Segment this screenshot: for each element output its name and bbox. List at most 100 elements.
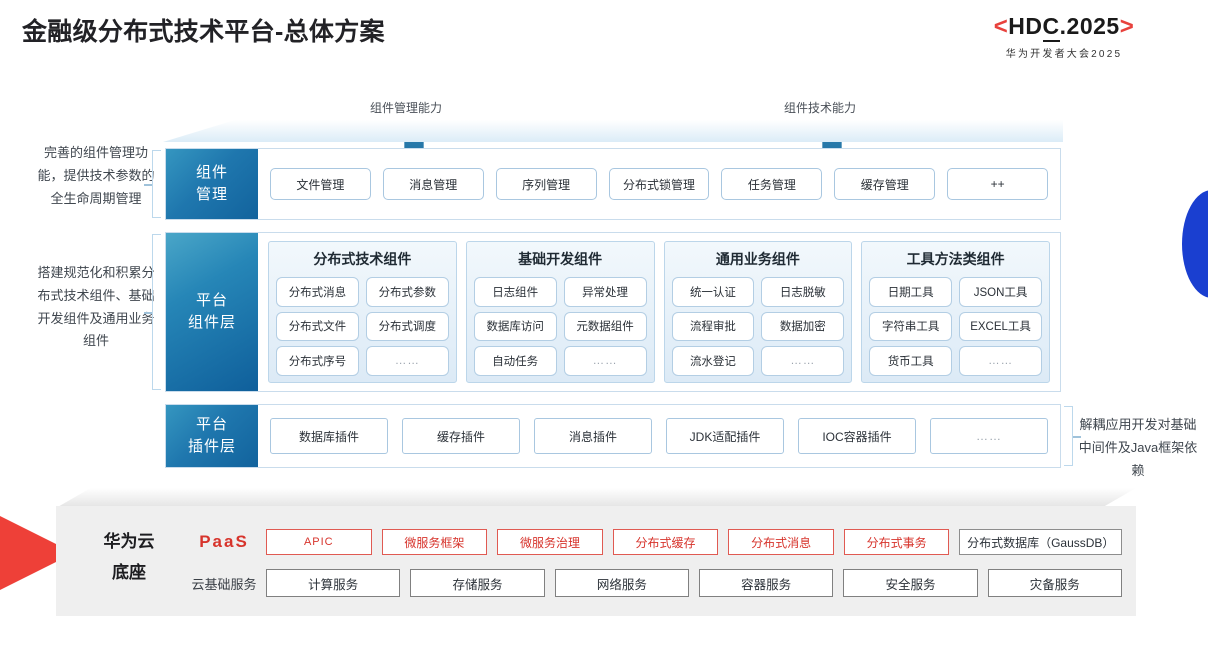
row-label-line-1: 组件 [195, 164, 228, 182]
hdc-logo: <HDC.2025> 华为开发者大会2025 [934, 13, 1194, 61]
cell-auto-task[interactable]: 自动任务 [473, 346, 557, 376]
base-bevel [56, 488, 1136, 508]
stack-top-gradient [163, 120, 1063, 142]
row-label-line-2: 组件层 [187, 314, 236, 331]
base-platform [56, 506, 1136, 616]
row-body-component-management: 文件管理 消息管理 序列管理 分布式锁管理 任务管理 缓存管理 ++ [258, 149, 1060, 219]
paas-row-label: PaaS [199, 532, 249, 551]
row-body-platform-component-layer: 分布式技术组件 分布式消息 分布式参数 分布式文件 分布式调度 分布式序号 ……… [258, 233, 1060, 391]
group-title: 分布式技术组件 [313, 251, 412, 267]
paas-chip-apic[interactable]: APIC [266, 529, 372, 555]
row-platform-component-layer: 平台 组件层 分布式技术组件 分布式消息 分布式参数 分布式文件 分布式调度 分… [165, 232, 1061, 392]
cloud-chip-storage[interactable]: 存储服务 [410, 569, 545, 597]
cell-process-approval[interactable]: 流程审批 [671, 311, 755, 342]
chip-sequence-management[interactable]: 序列管理 [495, 168, 597, 200]
group-utility-components: 工具方法类组件 日期工具 JSON工具 字符串工具 EXCEL工具 货币工具 …… [861, 241, 1050, 383]
chip-distributed-lock-management[interactable]: 分布式锁管理 [608, 168, 710, 200]
paas-chip-microservice-framework[interactable]: 微服务框架 [381, 529, 488, 555]
group-grid: 统一认证 日志脱敏 流程审批 数据加密 流水登记 …… [671, 277, 845, 376]
plugin-message[interactable]: 消息插件 [534, 418, 652, 454]
paas-chip-distributed-database[interactable]: 分布式数据库（GaussDB） [959, 529, 1123, 555]
chip-file-management[interactable]: 文件管理 [270, 168, 371, 200]
capability-label-technology: 组件技术能力 [784, 101, 857, 115]
plugin-jdk-adapter[interactable]: JDK适配插件 [666, 418, 784, 454]
cell-data-encryption[interactable]: 数据加密 [761, 311, 845, 342]
cell-distributed-file[interactable]: 分布式文件 [276, 311, 359, 342]
row-platform-plugin-layer: 平台 插件层 数据库插件 缓存插件 消息插件 JDK适配插件 IOC容器插件 …… [165, 404, 1061, 468]
row-label-platform-component-layer: 平台 组件层 [166, 233, 258, 391]
group-grid: 日志组件 异常处理 数据库访问 元数据组件 自动任务 …… [473, 277, 647, 376]
row-label-line-1: 平台 [195, 416, 228, 434]
cell-excel-util[interactable]: EXCEL工具 [959, 311, 1042, 342]
side-note-right: 解耦应用开发对基础中间件及Java框架依赖 [1078, 417, 1198, 478]
cell-more[interactable]: …… [563, 346, 647, 376]
cloud-service-row: 计算服务 存储服务 网络服务 容器服务 安全服务 灾备服务 [266, 569, 1122, 597]
cell-log-desensitization[interactable]: 日志脱敏 [761, 277, 845, 307]
side-note-left-bottom: 搭建规范化和积累分布式技术组件、基础开发组件及通用业务组件 [37, 265, 155, 349]
capability-label-management: 组件管理能力 [370, 101, 443, 115]
page-title: 金融级分布式技术平台-总体方案 [22, 18, 385, 46]
cloud-row-label: 云基础服务 [191, 577, 257, 592]
base-title: 华为云 底座 [74, 526, 184, 589]
base-title-line-1: 华为云 [103, 532, 155, 551]
group-title: 基础开发组件 [518, 251, 603, 267]
group-grid: 日期工具 JSON工具 字符串工具 EXCEL工具 货币工具 …… [869, 277, 1042, 376]
cell-log-component[interactable]: 日志组件 [473, 277, 557, 307]
hdc-logo-main: <HDC.2025> [934, 13, 1194, 42]
chip-cache-management[interactable]: 缓存管理 [834, 168, 936, 200]
plugin-more[interactable]: …… [930, 418, 1048, 454]
paas-chip-distributed-cache[interactable]: 分布式缓存 [612, 529, 719, 555]
row-label-line-1: 平台 [195, 292, 228, 310]
angle-bracket-left-icon: < [993, 13, 1009, 40]
plugin-ioc-container[interactable]: IOC容器插件 [798, 418, 916, 454]
cell-exception-handling[interactable]: 异常处理 [563, 277, 647, 307]
paas-chip-distributed-transaction[interactable]: 分布式事务 [843, 529, 950, 555]
plugin-database[interactable]: 数据库插件 [270, 418, 388, 454]
cell-more[interactable]: …… [761, 346, 845, 376]
hdc-logo-subtitle: 华为开发者大会2025 [1005, 49, 1123, 61]
cell-unified-auth[interactable]: 统一认证 [671, 277, 755, 307]
cell-string-util[interactable]: 字符串工具 [869, 311, 953, 342]
cell-json-util[interactable]: JSON工具 [959, 277, 1042, 307]
brace-component-management [144, 150, 161, 218]
brace-plugin-layer [1064, 406, 1081, 466]
group-distributed-tech-components: 分布式技术组件 分布式消息 分布式参数 分布式文件 分布式调度 分布式序号 …… [268, 241, 457, 383]
cell-more[interactable]: …… [365, 346, 449, 376]
chip-task-management[interactable]: 任务管理 [721, 168, 823, 200]
angle-bracket-right-icon: > [1119, 13, 1135, 40]
row-label-platform-plugin-layer: 平台 插件层 [166, 405, 258, 467]
cell-date-util[interactable]: 日期工具 [869, 277, 953, 307]
group-grid: 分布式消息 分布式参数 分布式文件 分布式调度 分布式序号 …… [276, 277, 449, 376]
cell-database-access[interactable]: 数据库访问 [473, 311, 557, 342]
cloud-chip-disaster-recovery[interactable]: 灾备服务 [987, 569, 1122, 597]
base-title-line-2: 底座 [112, 563, 146, 583]
cell-distributed-schedule[interactable]: 分布式调度 [365, 311, 449, 342]
brace-platform-component [144, 234, 161, 390]
chip-add-more[interactable]: ++ [947, 168, 1049, 200]
plugin-cache[interactable]: 缓存插件 [402, 418, 520, 454]
blue-arc-decoration [1182, 190, 1208, 298]
cell-distributed-sequence[interactable]: 分布式序号 [276, 346, 359, 376]
cloud-chip-network[interactable]: 网络服务 [554, 569, 689, 597]
row-body-platform-plugin-layer: 数据库插件 缓存插件 消息插件 JDK适配插件 IOC容器插件 …… [258, 405, 1060, 467]
cell-more[interactable]: …… [959, 346, 1042, 376]
paas-service-row: APIC 微服务框架 微服务治理 分布式缓存 分布式消息 分布式事务 分布式数据… [266, 529, 1123, 555]
group-general-business-components: 通用业务组件 统一认证 日志脱敏 流程审批 数据加密 流水登记 …… [663, 241, 853, 383]
paas-chip-distributed-message[interactable]: 分布式消息 [728, 529, 834, 555]
cloud-chip-compute[interactable]: 计算服务 [266, 569, 401, 597]
cell-distributed-parameter[interactable]: 分布式参数 [365, 277, 449, 307]
cell-distributed-message[interactable]: 分布式消息 [276, 277, 359, 307]
cell-metadata-component[interactable]: 元数据组件 [563, 311, 647, 342]
cloud-chip-container[interactable]: 容器服务 [698, 569, 834, 597]
hdc-logo-underlined: C [1042, 13, 1060, 42]
row-label-line-2: 管理 [195, 186, 228, 203]
paas-chip-microservice-governance[interactable]: 微服务治理 [497, 529, 603, 555]
cell-transaction-record[interactable]: 流水登记 [671, 346, 755, 376]
chip-message-management[interactable]: 消息管理 [382, 168, 484, 200]
row-component-management: 组件 管理 文件管理 消息管理 序列管理 分布式锁管理 任务管理 缓存管理 ++ [165, 148, 1061, 220]
cell-currency-util[interactable]: 货币工具 [869, 346, 953, 376]
side-note-left-top: 完善的组件管理功能，提供技术参数的全生命周期管理 [37, 145, 155, 206]
cloud-chip-security[interactable]: 安全服务 [843, 569, 978, 597]
group-title: 通用业务组件 [715, 251, 800, 267]
